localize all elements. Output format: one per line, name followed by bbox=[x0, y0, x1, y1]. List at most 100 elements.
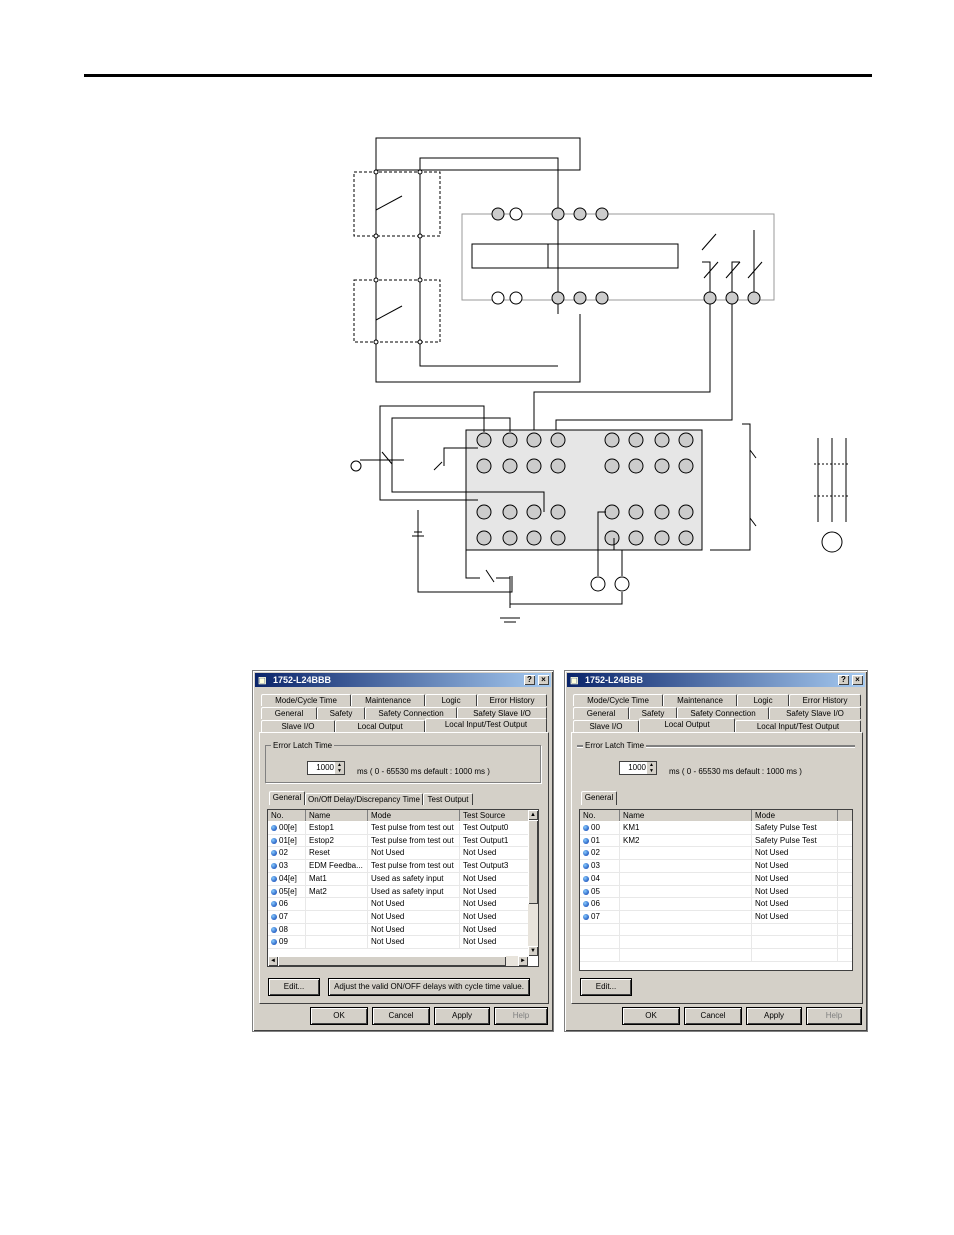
cell-blank bbox=[838, 949, 852, 961]
row-gridline bbox=[268, 871, 538, 873]
cell-mode: Safety Pulse Test bbox=[752, 822, 838, 834]
cell-mode: Not Used bbox=[368, 847, 460, 860]
tab-safety-slave-io[interactable]: Safety Slave I/O bbox=[769, 707, 861, 719]
cell-mode: Not Used bbox=[368, 923, 460, 936]
error-latch-input[interactable]: 1000 ▲ ▼ bbox=[307, 761, 345, 775]
tab-safety-slave-io[interactable]: Safety Slave I/O bbox=[457, 707, 547, 719]
cell-blank bbox=[580, 949, 620, 961]
scroll-down-icon[interactable]: ▼ bbox=[528, 946, 538, 956]
cell-source: Not Used bbox=[460, 936, 530, 949]
col-header-mode[interactable]: Mode bbox=[752, 810, 838, 821]
edit-button[interactable]: Edit... bbox=[581, 979, 631, 995]
close-icon[interactable]: × bbox=[538, 675, 549, 685]
tab-error-history[interactable]: Error History bbox=[789, 694, 861, 706]
adjust-delays-button[interactable]: Adjust the valid ON/OFF delays with cycl… bbox=[329, 979, 529, 995]
subtab-general[interactable]: General bbox=[269, 791, 305, 805]
tab-local-input-test-output[interactable]: Local Input/Test Output bbox=[425, 718, 547, 732]
help-icon[interactable]: ? bbox=[524, 675, 535, 685]
tab-error-history[interactable]: Error History bbox=[477, 694, 547, 706]
cell-text: 09 bbox=[279, 937, 288, 947]
row-gridline bbox=[580, 960, 852, 962]
tab-logic[interactable]: Logic bbox=[425, 694, 477, 706]
tab-safety[interactable]: Safety bbox=[629, 707, 677, 719]
spin-down-icon[interactable]: ▼ bbox=[647, 768, 656, 774]
subtab-onoff-delay[interactable]: On/Off Delay/Discrepancy Time bbox=[305, 793, 423, 805]
spin-up-icon[interactable]: ▲ bbox=[335, 762, 344, 768]
col-header-no[interactable]: No. bbox=[268, 810, 306, 821]
scroll-left-icon[interactable]: ◄ bbox=[268, 956, 278, 966]
help-button[interactable]: Help bbox=[495, 1008, 547, 1024]
tab-mode-cycle-time[interactable]: Mode/Cycle Time bbox=[261, 694, 351, 706]
error-latch-input[interactable]: 1000 ▲ ▼ bbox=[619, 761, 657, 775]
cell-blank bbox=[580, 923, 620, 936]
hscroll-thumb[interactable] bbox=[278, 956, 506, 966]
tab-local-input-test-output[interactable]: Local Input/Test Output bbox=[735, 720, 861, 732]
col-header-no[interactable]: No. bbox=[580, 810, 620, 821]
tab-safety[interactable]: Safety bbox=[317, 707, 365, 719]
tab-maintenance[interactable]: Maintenance bbox=[351, 694, 425, 706]
cancel-button[interactable]: Cancel bbox=[685, 1008, 741, 1024]
scroll-thumb[interactable] bbox=[528, 820, 538, 904]
tab-local-output[interactable]: Local Output bbox=[639, 718, 735, 732]
cell-mode: Not Used bbox=[368, 910, 460, 923]
cell-name bbox=[306, 910, 368, 923]
ok-button[interactable]: OK bbox=[623, 1008, 679, 1024]
tab-local-output[interactable]: Local Output bbox=[335, 720, 425, 732]
cell-mode: Not Used bbox=[368, 936, 460, 949]
close-icon[interactable]: × bbox=[852, 675, 863, 685]
tab-logic[interactable]: Logic bbox=[737, 694, 789, 706]
spin-down-icon[interactable]: ▼ bbox=[335, 768, 344, 774]
col-header-mode[interactable]: Mode bbox=[368, 810, 460, 821]
io-point-icon bbox=[583, 888, 589, 895]
cell-source: Test Output3 bbox=[460, 860, 530, 873]
ok-button[interactable]: OK bbox=[311, 1008, 367, 1024]
scroll-up-icon[interactable]: ▲ bbox=[528, 810, 538, 820]
col-header-name[interactable]: Name bbox=[306, 810, 368, 821]
col-header-test-source[interactable]: Test Source bbox=[460, 810, 530, 821]
tab-safety-connection[interactable]: Safety Connection bbox=[677, 707, 769, 719]
tab-maintenance[interactable]: Maintenance bbox=[663, 694, 737, 706]
help-icon[interactable]: ? bbox=[838, 675, 849, 685]
dialog-local-output: ▣ 1752-L24BBB ? × Mode/Cycle Time Mainte… bbox=[564, 670, 868, 1032]
tab-slave-io[interactable]: Slave I/O bbox=[261, 720, 335, 732]
cell-name bbox=[620, 847, 752, 860]
edit-button[interactable]: Edit... bbox=[269, 979, 319, 995]
subtab-test-output[interactable]: Test Output bbox=[423, 793, 473, 805]
spin-up-icon[interactable]: ▲ bbox=[647, 762, 656, 768]
scroll-right-icon[interactable]: ► bbox=[518, 956, 528, 966]
tab-general[interactable]: General bbox=[573, 707, 629, 719]
io-point-icon bbox=[583, 913, 589, 920]
tab-general[interactable]: General bbox=[261, 707, 317, 719]
help-button[interactable]: Help bbox=[807, 1008, 861, 1024]
tab-slave-io[interactable]: Slave I/O bbox=[573, 720, 639, 732]
apply-button[interactable]: Apply bbox=[747, 1008, 801, 1024]
table-hscroll[interactable]: ◄ ► bbox=[268, 956, 528, 966]
col-header-name[interactable]: Name bbox=[620, 810, 752, 821]
tab-mode-cycle-time[interactable]: Mode/Cycle Time bbox=[573, 694, 663, 706]
cell-no: 06 bbox=[268, 898, 306, 911]
subtab-general[interactable]: General bbox=[581, 791, 617, 805]
apply-button[interactable]: Apply bbox=[435, 1008, 489, 1024]
cancel-button[interactable]: Cancel bbox=[373, 1008, 429, 1024]
tab-safety-connection[interactable]: Safety Connection bbox=[365, 707, 457, 719]
table-vscroll[interactable]: ▲ ▼ bbox=[528, 810, 538, 956]
error-latch-value: 1000 bbox=[316, 763, 334, 772]
